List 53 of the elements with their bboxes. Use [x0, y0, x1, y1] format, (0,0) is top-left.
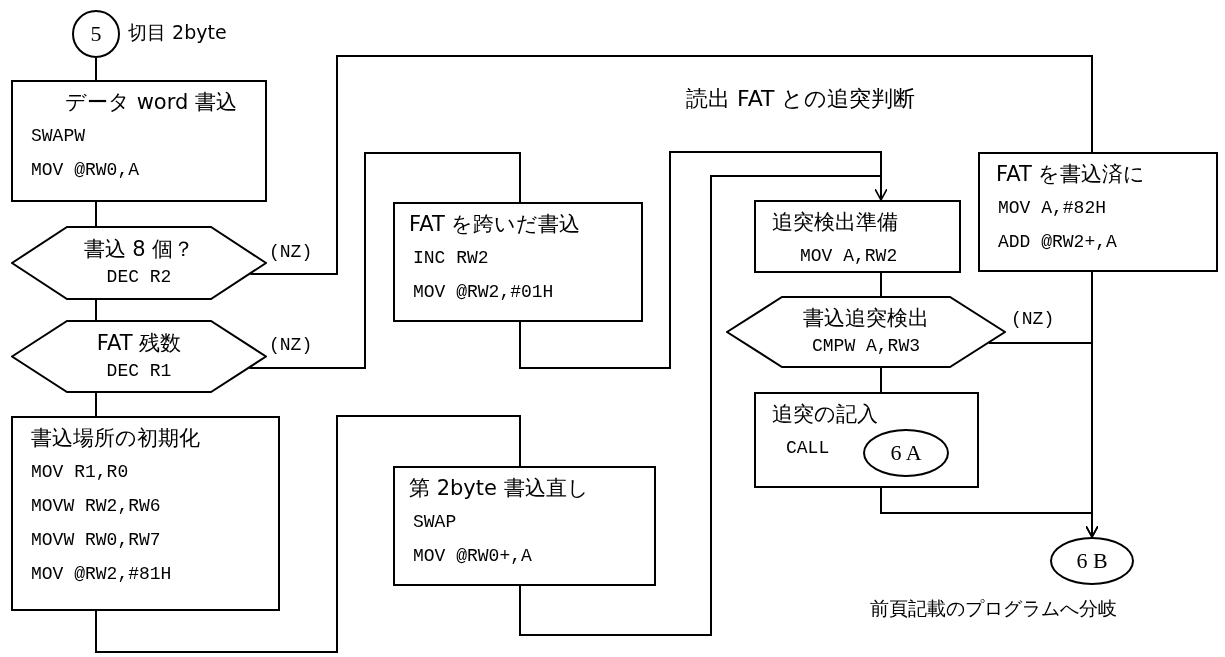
connector-label: 6 A: [890, 440, 922, 466]
connector-circle: [72, 10, 120, 58]
instruction-text: MOVW RW0,RW7: [31, 529, 161, 552]
process-box: [978, 152, 1218, 272]
instruction-text: INC RW2: [413, 247, 489, 270]
step-title: データ word 書込: [65, 89, 237, 116]
step-title: FAT を跨いだ書込: [409, 211, 581, 238]
flow-arrow: [880, 487, 1099, 538]
step-title: 書込 8 個？: [83, 236, 195, 263]
process-box: [393, 466, 656, 586]
connector-label: 5: [90, 21, 102, 47]
section-note: 読出 FAT との追突判断: [686, 85, 916, 113]
process-box: [11, 416, 280, 611]
flow-arrow: [519, 175, 888, 636]
instruction-text: MOV @RW2,#81H: [31, 563, 172, 586]
instruction-text: SWAPW: [31, 125, 85, 148]
process-box: [11, 80, 267, 202]
process-box: [393, 202, 643, 322]
flow-line: [95, 201, 97, 227]
flow-line: [95, 415, 521, 653]
instruction-text: SWAP: [413, 511, 457, 534]
instruction-text: MOV @RW0,A: [31, 159, 140, 182]
step-title: 書込場所の初期化: [31, 425, 200, 452]
instruction-text: MOV @RW0+,A: [413, 545, 532, 568]
flow-line: [249, 55, 1093, 275]
process-box: [754, 200, 961, 273]
flow-line: [519, 151, 882, 369]
node-caption: 前頁記載のプログラムへ分岐: [870, 596, 1117, 621]
step-title: 書込追突検出: [803, 305, 929, 332]
flow-line: [880, 367, 882, 393]
flow-line: [248, 152, 521, 369]
process-box: [754, 392, 979, 488]
instruction-text: DEC R1: [106, 359, 172, 383]
flow-line: [880, 272, 882, 297]
step-title: 追突検出準備: [772, 209, 898, 236]
step-title: 第 2byte 書込直し: [409, 475, 589, 502]
instruction-text: MOVW RW2,RW6: [31, 495, 161, 518]
instruction-text: MOV A,RW2: [800, 245, 898, 268]
step-title: FAT を書込済に: [996, 161, 1146, 188]
flow-line: [95, 57, 97, 81]
flow-line: [95, 392, 97, 417]
node-caption: 切目 2byte: [128, 20, 227, 45]
instruction-text: MOV R1,R0: [31, 461, 129, 484]
instruction-text: ADD @RW2+,A: [998, 231, 1117, 254]
instruction-text: CMPW A,RW3: [812, 335, 920, 358]
instruction-text: DEC R2: [106, 266, 172, 289]
flow-line: [95, 299, 97, 321]
step-title: FAT 残数: [96, 329, 182, 357]
step-title: 追突の記入: [772, 401, 878, 428]
instruction-text: MOV @RW2,#01H: [413, 281, 554, 304]
instruction-text: MOV A,#82H: [998, 197, 1107, 220]
connector-label: 6 B: [1076, 548, 1108, 574]
instruction-text: CALL: [786, 437, 830, 460]
